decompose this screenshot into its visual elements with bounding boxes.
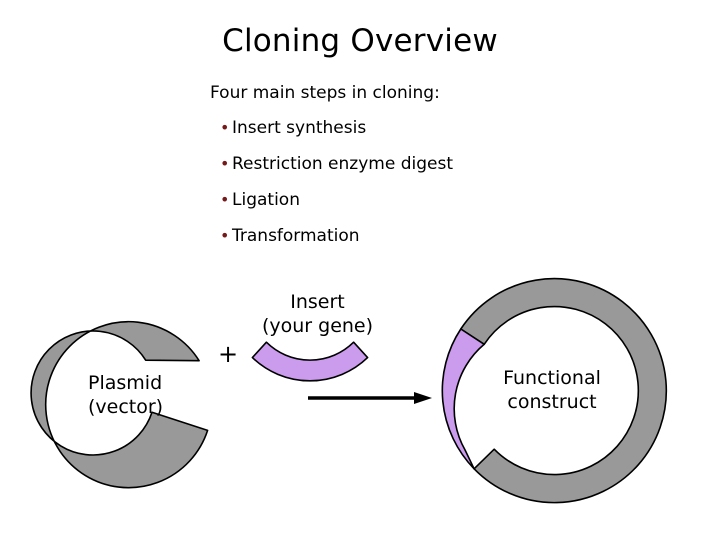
plasmid-label-line1: Plasmid (88, 372, 163, 394)
right-arrow-icon (308, 392, 432, 404)
bullet-icon: • (220, 190, 230, 209)
bullet-list: • Insert synthesis • Restriction enzyme … (220, 117, 650, 261)
plasmid-label: Plasmid (vector) (88, 371, 208, 419)
list-item: • Ligation (220, 189, 650, 225)
bullet-icon: • (220, 118, 230, 137)
list-item-label: Ligation (232, 190, 300, 210)
list-item: • Insert synthesis (220, 117, 650, 153)
construct-gray-arc (460, 277, 668, 504)
list-item-label: Insert synthesis (232, 118, 367, 138)
plus-symbol: + (218, 340, 239, 368)
plasmid-vector-shape (30, 320, 209, 489)
functional-construct-shape (441, 277, 668, 504)
list-item: • Restriction enzyme digest (220, 153, 650, 189)
bullet-icon: • (220, 226, 230, 245)
insert-label: Insert (your gene) (240, 290, 395, 338)
construct-label-line2: construct (507, 391, 597, 413)
construct-insert-arc (441, 328, 485, 470)
insert-label-line2: (your gene) (261, 315, 374, 337)
list-item-label: Restriction enzyme digest (232, 154, 453, 174)
list-item: • Transformation (220, 225, 650, 261)
construct-label-line1: Functional (503, 367, 601, 389)
insert-gene-shape (251, 341, 369, 382)
list-item-label: Transformation (232, 226, 360, 246)
insert-label-line1: Insert (290, 291, 345, 313)
page-title: Cloning Overview (222, 23, 498, 59)
plasmid-label-line2: (vector) (88, 396, 164, 418)
construct-label: Functional construct (482, 366, 622, 414)
bullet-icon: • (220, 154, 230, 173)
lead-text: Four main steps in cloning: (210, 83, 440, 103)
